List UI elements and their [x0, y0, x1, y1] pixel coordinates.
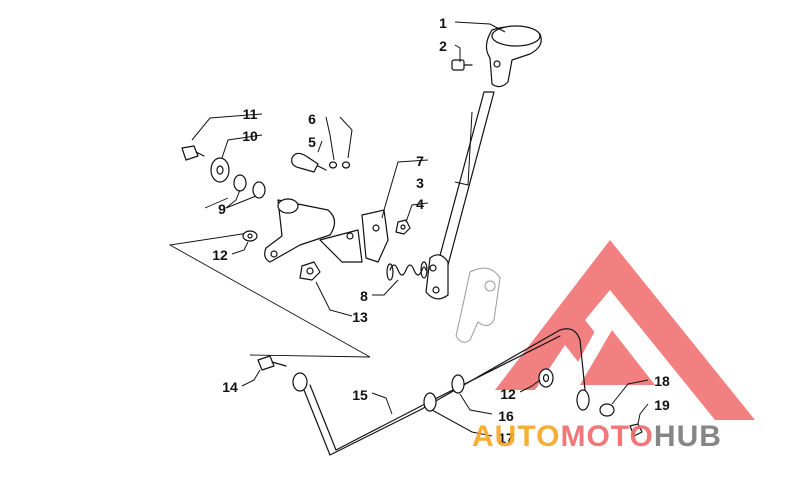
callout-4: 4 — [416, 196, 424, 212]
callout-16: 16 — [498, 408, 514, 424]
callout-5: 5 — [308, 134, 316, 150]
leader-lines — [191, 21, 649, 437]
flat-washer — [210, 157, 230, 183]
small-washers — [328, 161, 351, 169]
callout-18: 18 — [654, 373, 670, 389]
shift-rod — [425, 91, 495, 300]
watermark-hub: HUB — [654, 420, 722, 453]
lock-nut — [299, 261, 321, 281]
watermark-wordmark: AUTOMOTOHUB — [472, 420, 722, 453]
linkage-rod — [292, 328, 590, 456]
callout-1: 1 — [439, 15, 447, 31]
bracket-plate — [361, 209, 389, 263]
callout-12-left: 12 — [212, 247, 228, 263]
washer-right — [538, 368, 554, 388]
mount-bolt — [257, 355, 287, 371]
callout-8: 8 — [360, 288, 368, 304]
callout-6: 6 — [308, 111, 316, 127]
grease-fitting — [291, 152, 327, 173]
svg-text:AUTOMOTOHUB: AUTOMOTOHUB — [472, 420, 722, 453]
watermark-moto: MOTO — [560, 420, 653, 453]
callout-14: 14 — [222, 379, 238, 395]
callout-7: 7 — [416, 153, 424, 169]
callout-11: 11 — [243, 106, 258, 122]
bolt — [181, 145, 205, 161]
set-screw — [451, 59, 473, 71]
ghost-plate — [455, 267, 501, 343]
callout-3: 3 — [416, 175, 424, 191]
callout-15: 15 — [352, 387, 368, 403]
watermark-logo — [495, 240, 755, 420]
callout-17: 17 — [498, 430, 514, 446]
nut-small — [395, 219, 411, 235]
watermark-triangle-icon — [495, 240, 755, 420]
callout-10: 10 — [242, 128, 258, 144]
shift-knob — [485, 25, 542, 88]
callout-12-right: 12 — [500, 386, 516, 402]
callout-labels: 1 2 3 4 5 6 7 8 9 10 11 12 12 13 14 15 1… — [212, 15, 670, 446]
guide-lines — [168, 197, 371, 358]
spring — [386, 261, 428, 281]
washer-small-right — [599, 403, 615, 417]
callout-2: 2 — [439, 38, 447, 54]
nut-right — [629, 423, 643, 437]
callout-19: 19 — [654, 397, 670, 413]
watermark-auto: AUTO — [472, 420, 560, 453]
washer-left — [242, 230, 258, 242]
callout-13: 13 — [352, 309, 368, 325]
callout-9: 9 — [218, 201, 226, 217]
pivot-housing — [264, 198, 363, 263]
